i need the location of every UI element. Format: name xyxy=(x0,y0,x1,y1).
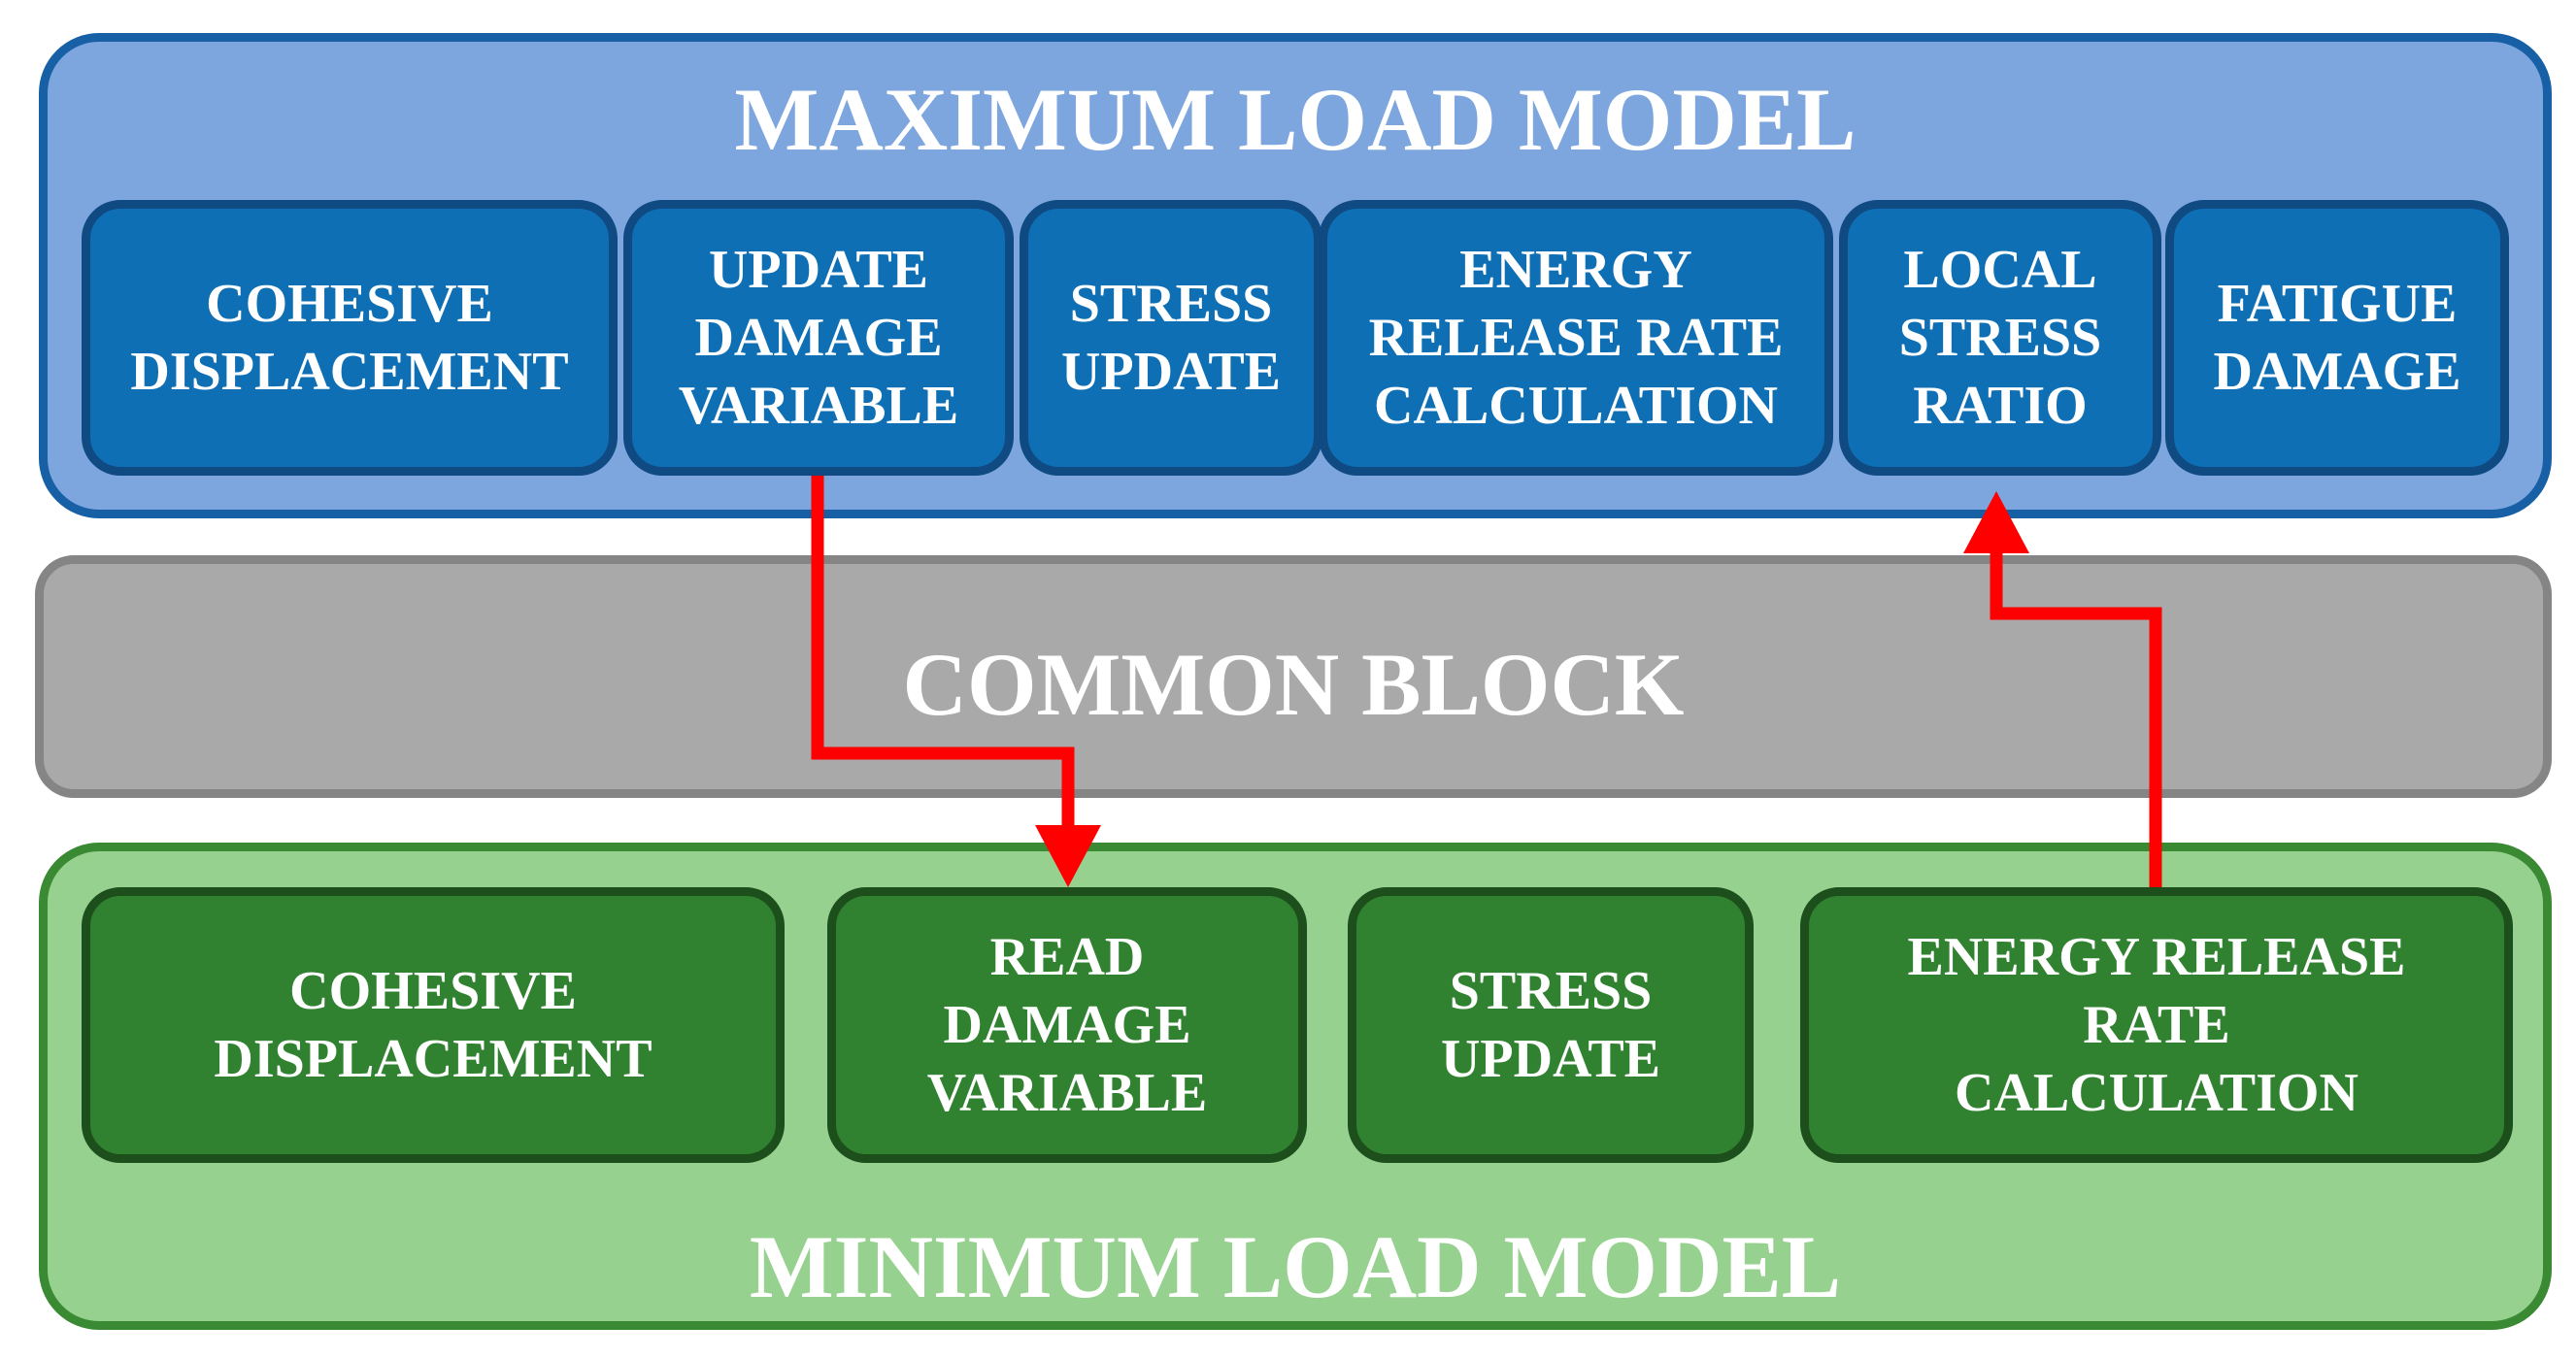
common-block-title: COMMON BLOCK xyxy=(902,635,1685,734)
max-cohesive-displacement-box: COHESIVE DISPLACEMENT xyxy=(82,200,618,476)
max-stress-update-box: STRESS UPDATE xyxy=(1020,200,1322,476)
max-update-damage-variable-box: UPDATE DAMAGE VARIABLE xyxy=(623,200,1014,476)
min-energy-release-rate-box: ENERGY RELEASE RATE CALCULATION xyxy=(1800,887,2513,1163)
arrow-energy-to-local-stress xyxy=(1963,491,2162,887)
arrow-update-to-read-damage xyxy=(811,476,1101,887)
arrow-line-damage xyxy=(811,476,1075,831)
arrowhead-down xyxy=(1035,825,1101,887)
arrow-line-energy xyxy=(1990,546,2162,887)
min-read-damage-variable-box: READ DAMAGE VARIABLE xyxy=(827,887,1307,1163)
maximum-load-model-title: MAXIMUM LOAD MODEL xyxy=(734,70,1857,169)
arrowhead-up xyxy=(1963,491,2029,553)
min-cohesive-displacement-box: COHESIVE DISPLACEMENT xyxy=(82,887,785,1163)
max-local-stress-ratio-box: LOCAL STRESS RATIO xyxy=(1839,200,2161,476)
max-energy-release-rate-box: ENERGY RELEASE RATE CALCULATION xyxy=(1319,200,1833,476)
common-block-panel: COMMON BLOCK xyxy=(35,555,2552,798)
max-fatigue-damage-box: FATIGUE DAMAGE xyxy=(2165,200,2509,476)
min-stress-update-box: STRESS UPDATE xyxy=(1348,887,1754,1163)
minimum-load-model-title: MINIMUM LOAD MODEL xyxy=(749,1217,1842,1316)
